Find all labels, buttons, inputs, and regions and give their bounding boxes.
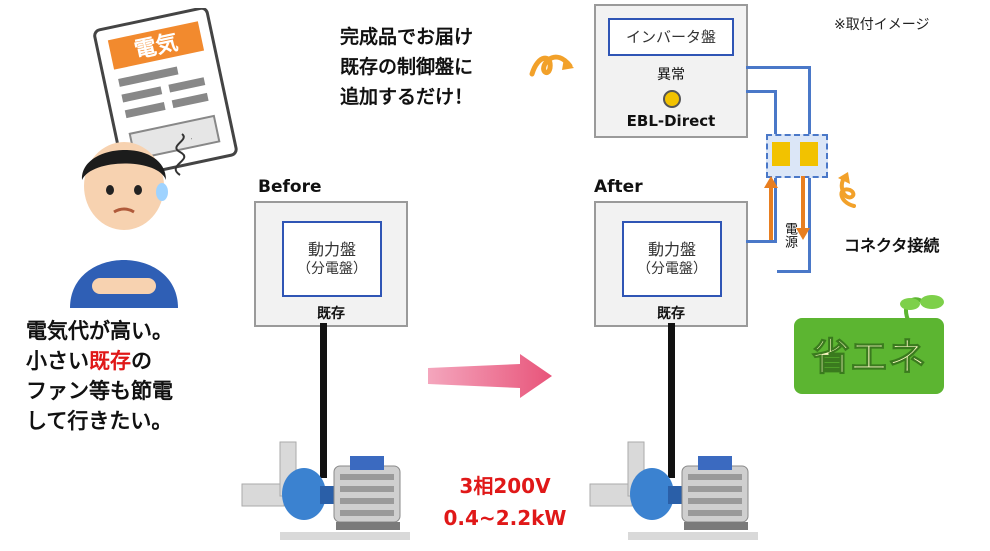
after-cable (668, 323, 675, 478)
worried-person-icon (70, 138, 192, 308)
before-panel: 動力盤 （分電盤） 既存 (254, 201, 408, 327)
connector-curly-arrow-icon (838, 172, 856, 208)
power-down-arrow-icon (796, 176, 810, 240)
complaint-line3: ファン等も節電 (26, 379, 173, 403)
after-panel-label: 動力盤 (647, 239, 696, 259)
wire-top (746, 66, 810, 69)
before-panel-label: 動力盤 (307, 239, 356, 259)
connector-left-icon (772, 142, 790, 166)
after-panel: 動力盤 （分電盤） 既存 (594, 201, 748, 327)
fault-label: 異常 (657, 67, 685, 83)
headline-line1: 完成品でお届け (340, 26, 474, 48)
spec-power-range: 0.4~2.2kW (443, 506, 567, 530)
electric-bill-icon: 電気 (93, 8, 238, 178)
badge-text: 省エネ (812, 335, 926, 379)
before-power-panel: 動力盤 （分電盤） (282, 221, 382, 297)
wire-left-vertical-lower (774, 176, 777, 240)
person-complaint: 電気代が高い。 小さい既存の ファン等も節電 して行きたい。 (26, 316, 173, 436)
curly-arrow-icon (529, 54, 574, 77)
after-motor-pump-icon (589, 441, 758, 540)
before-panel-sublabel: （分電盤） (297, 261, 367, 278)
fault-lamp-icon (663, 90, 681, 108)
wire-bottom (777, 270, 811, 273)
before-cable (320, 323, 327, 478)
complaint-line1: 電気代が高い。 (26, 319, 173, 343)
inverter-panel-label: インバータ盤 (625, 27, 716, 46)
motor-spec: 3相200V 0.4~2.2kW (440, 470, 570, 534)
before-existing-label: 既存 (317, 306, 345, 322)
complaint-line4: して行きたい。 (26, 409, 173, 433)
before-to-after-arrow-icon (428, 354, 552, 398)
power-up-arrow-icon (764, 176, 778, 240)
wire-second (746, 90, 776, 93)
after-panel-sublabel: （分電盤） (637, 261, 707, 278)
headline-line2: 既存の制御盤に (340, 56, 474, 78)
before-motor-pump-icon (241, 441, 410, 540)
spec-voltage: 3相200V (459, 474, 551, 498)
inverter-panel: インバータ盤 (608, 18, 734, 56)
complaint-line2: 小さい既存の (26, 349, 152, 373)
power-source-label: 電源 (782, 222, 797, 248)
wire-left-vertical-upper (774, 90, 777, 148)
wire-to-after-panel (746, 240, 777, 243)
after-power-panel: 動力盤 （分電盤） (622, 221, 722, 297)
image-note: ※取付イメージ (834, 17, 930, 33)
connector-right-icon (800, 142, 818, 166)
headline: 完成品でお届け 既存の制御盤に 追加するだけ！ (340, 22, 473, 112)
connector-callout: コネクタ接続 (844, 236, 940, 255)
ebl-direct-name: EBL-Direct (626, 112, 716, 130)
stress-swirl-icon (174, 133, 186, 176)
before-heading: Before (258, 177, 322, 197)
after-heading: After (594, 177, 643, 197)
after-existing-label: 既存 (657, 306, 685, 322)
energy-saving-badge-icon: 省エネ (794, 295, 944, 394)
ebl-direct-panel: インバータ盤 異常 EBL-Direct (594, 4, 748, 138)
headline-line3: 追加するだけ！ (340, 86, 474, 108)
